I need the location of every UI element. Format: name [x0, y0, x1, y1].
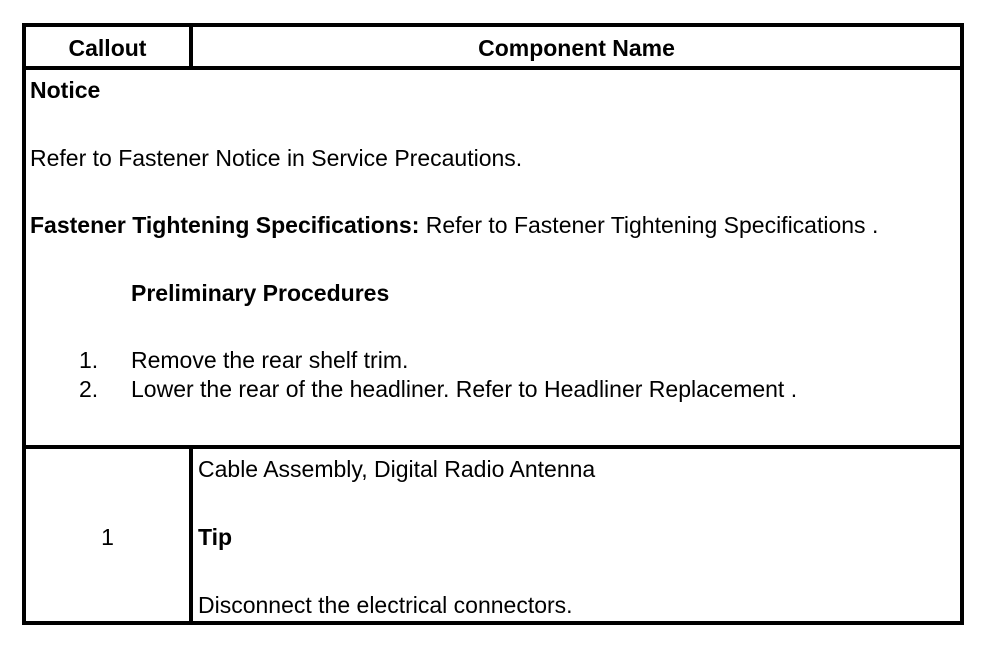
step-2-number: 2.	[79, 376, 99, 402]
fastener-spec-text: Refer to Fastener Tightening Specificati…	[419, 212, 879, 238]
row-1-tip-heading: Tip	[198, 524, 233, 550]
fastener-spec-line: Fastener Tightening Specifications: Refe…	[30, 214, 878, 237]
component-name-header: Component Name	[478, 35, 675, 61]
notice-text: Refer to Fastener Notice in Service Prec…	[30, 145, 523, 171]
row-column-divider	[189, 445, 193, 621]
fastener-spec-label: Fastener Tightening Specifications:	[30, 212, 420, 238]
step-2-text: Lower the rear of the headliner. Refer t…	[131, 376, 798, 402]
row-1-tip-text: Disconnect the electrical connectors.	[198, 592, 573, 618]
callout-header: Callout	[68, 35, 147, 61]
component-table: Callout Component Name Notice Refer to F…	[22, 23, 964, 625]
step-1-number: 1.	[79, 347, 99, 373]
row-1-callout: 1	[101, 524, 114, 550]
row-1-component-name: Cable Assembly, Digital Radio Antenna	[198, 456, 596, 482]
header-column-divider	[189, 27, 193, 66]
step-1-text: Remove the rear shelf trim.	[131, 347, 409, 373]
notice-heading: Notice	[30, 77, 101, 103]
notice-divider	[26, 445, 960, 449]
preliminary-procedures-heading: Preliminary Procedures	[131, 280, 390, 306]
header-divider	[26, 66, 960, 70]
